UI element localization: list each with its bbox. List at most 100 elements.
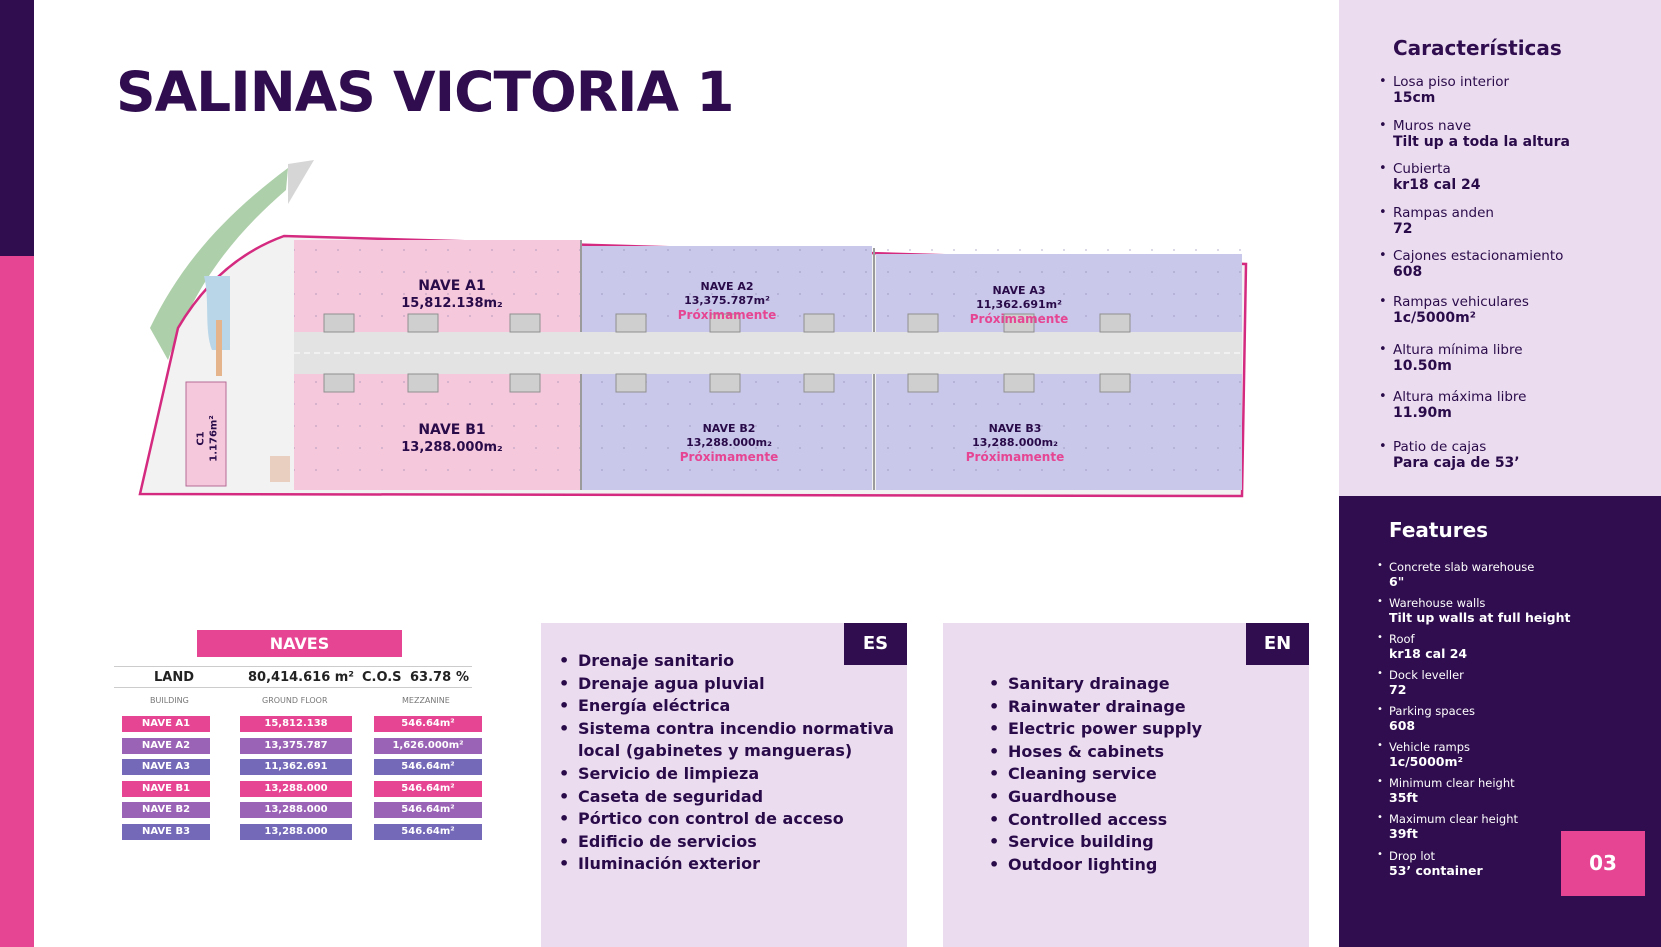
feature-label: Warehouse walls — [1389, 596, 1486, 610]
table-row: NAVE B2 13,288.000 546.64m² — [122, 802, 482, 819]
nave-name: NAVE B1 — [418, 422, 486, 438]
feature-label: Drop lot — [1389, 849, 1436, 863]
es-service-item: Pórtico con control de acceso — [559, 808, 899, 831]
en-services-list: Sanitary drainageRainwater drainageElect… — [989, 673, 1289, 876]
feature-label: Parking spaces — [1389, 704, 1476, 718]
en-service-item: Outdoor lighting — [989, 854, 1289, 877]
cos-label: C.O.S — [362, 670, 402, 685]
caracteristica-label: Cajones estacionamiento — [1393, 248, 1564, 264]
es-services-box: ES Drenaje sanitarioDrenaje agua pluvial… — [541, 623, 907, 947]
caracteristica-label: Rampas vehiculares — [1393, 294, 1529, 310]
access-road — [288, 160, 314, 204]
es-service-item: Drenaje sanitario — [559, 650, 899, 673]
nave-status: Próximamente — [969, 311, 1069, 326]
nave-name: NAVE A2 — [700, 280, 754, 293]
caracteristica-label: Altura mínima libre — [1393, 342, 1523, 358]
caracteristica-value: 608 — [1393, 264, 1423, 280]
nave-a1-label: NAVE A1 15,812.138m₂ — [372, 278, 532, 312]
nave-area: 11,362.691m² — [976, 297, 1062, 311]
caracteristica-label: Cubierta — [1393, 161, 1451, 177]
cell-ground: 13,375.787 — [240, 737, 352, 754]
caracteristica-value: 1c/5000m² — [1393, 310, 1476, 326]
landscape-area — [150, 168, 288, 360]
feature-label: Concrete slab warehouse — [1389, 560, 1535, 574]
en-service-item: Service building — [989, 831, 1289, 854]
nave-area: 13,288.000m₂ — [686, 435, 772, 449]
header-mezzanine: MEZZANINE — [402, 696, 450, 705]
en-service-item: Hoses & cabinets — [989, 741, 1289, 764]
nave-b2-label: NAVE B2 13,288.000m₂ Próximamente — [654, 422, 804, 465]
en-service-item: Sanitary drainage — [989, 673, 1289, 696]
left-accent-bar-pink — [0, 256, 34, 947]
land-label: LAND — [154, 670, 195, 685]
es-service-item: Servicio de limpieza — [559, 763, 899, 786]
feature-label: Dock leveller — [1389, 668, 1464, 682]
c1-area: 1.176m² — [208, 415, 219, 462]
en-service-item: Controlled access — [989, 809, 1289, 832]
guardhouse — [270, 456, 290, 482]
nave-name: NAVE A1 — [418, 278, 486, 294]
cell-mezzanine: 546.64m² — [374, 824, 482, 840]
site-plan-drawing — [138, 160, 1248, 498]
header-building: BUILDING — [150, 696, 189, 705]
caracteristica-value: 15cm — [1393, 90, 1436, 106]
feature-value: 39ft — [1389, 826, 1418, 841]
page-title: SALINAS VICTORIA 1 — [116, 60, 735, 124]
cell-mezzanine: 546.64m² — [374, 802, 482, 819]
cos-unit: % — [456, 670, 470, 685]
feature-value: 53’ container — [1389, 863, 1483, 878]
water-feature — [204, 276, 230, 350]
cell-building: NAVE B2 — [122, 802, 210, 819]
cos-value: 63.78 — [410, 670, 452, 685]
caracteristica-label: Losa piso interior — [1393, 74, 1510, 90]
nave-b3-label: NAVE B3 13,288.000m₂ Próximamente — [940, 422, 1090, 465]
cell-ground: 13,288.000 — [240, 802, 352, 819]
feature-value: 608 — [1389, 718, 1416, 733]
es-service-item: Drenaje agua pluvial — [559, 673, 899, 696]
cell-mezzanine: 546.64m² — [374, 780, 482, 797]
caracteristica-value: 11.90m — [1393, 405, 1452, 421]
nave-name: NAVE B3 — [988, 422, 1042, 435]
en-services-box: EN Sanitary drainageRainwater drainageEl… — [943, 623, 1309, 947]
feature-value: 1c/5000m² — [1389, 754, 1463, 769]
loading-docks — [323, 313, 1131, 393]
caracteristica-label: Patio de cajas — [1393, 439, 1487, 455]
cell-building: NAVE A2 — [122, 737, 210, 754]
en-service-item: Electric power supply — [989, 718, 1289, 741]
walkway — [216, 320, 222, 376]
feature-value: 6" — [1389, 574, 1405, 589]
feature-label: Minimum clear height — [1389, 776, 1515, 790]
land-value: 80,414.616 m² — [248, 670, 355, 685]
cell-building: NAVE B1 — [122, 780, 210, 797]
page-number: 03 — [1561, 831, 1645, 896]
land-row: LAND 80,414.616 m² C.O.S 63.78 % — [114, 666, 472, 688]
left-accent-bar-purple — [0, 0, 34, 256]
caracteristica-value: Tilt up a toda la altura — [1393, 134, 1570, 150]
nave-area: 15,812.138m₂ — [401, 295, 503, 311]
es-service-item: Sistema contra incendio normativa local … — [559, 718, 899, 763]
feature-label: Roof — [1389, 632, 1415, 646]
feature-value: Tilt up walls at full height — [1389, 610, 1571, 625]
es-services-list: Drenaje sanitarioDrenaje agua pluvialEne… — [559, 650, 899, 876]
c1-name: C1 — [195, 431, 207, 446]
feature-label: Maximum clear height — [1389, 812, 1518, 826]
site-plan: NAVE A1 15,812.138m₂ NAVE A2 13,375.787m… — [138, 160, 1248, 500]
caracteristica-value: kr18 cal 24 — [1393, 177, 1481, 193]
header-ground-floor: GROUND FLOOR — [262, 696, 328, 705]
c1-building — [185, 381, 227, 487]
nave-name: NAVE A3 — [992, 284, 1046, 297]
nave-area: 13,288.000m₂ — [972, 435, 1058, 449]
caracteristica-label: Rampas anden — [1393, 205, 1494, 221]
feature-value: kr18 cal 24 — [1389, 646, 1468, 661]
feature-value: 72 — [1389, 682, 1407, 697]
es-service-item: Iluminación exterior — [559, 853, 899, 876]
nave-status: Próximamente — [679, 449, 779, 464]
caracteristica-label: Muros nave — [1393, 118, 1472, 134]
cell-ground: 13,288.000 — [240, 824, 352, 840]
es-service-item: Caseta de seguridad — [559, 786, 899, 809]
es-service-item: Edificio de servicios — [559, 831, 899, 854]
